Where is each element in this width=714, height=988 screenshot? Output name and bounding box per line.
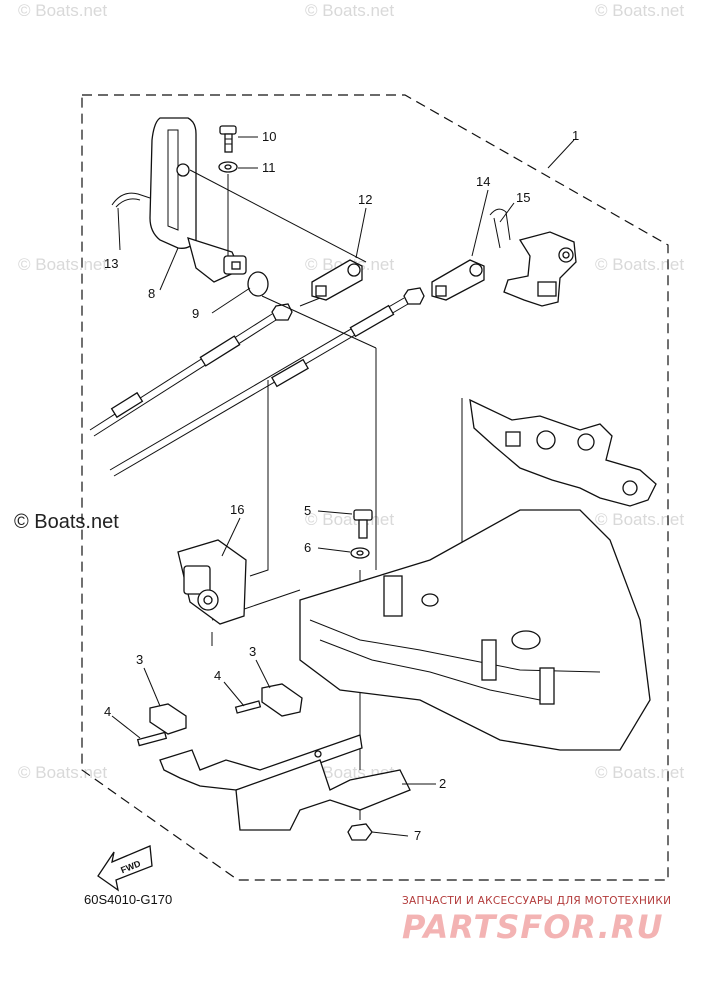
clip-right [489,208,511,249]
bracket [159,734,411,831]
watermark-mid-left: © Boats.net [18,255,107,274]
brand-tagline: ЗАПЧАСТИ И АКСЕССУАРЫ ДЛЯ МОТОТЕХНИКИ [402,895,671,907]
callout-4-left: 4 [104,704,111,719]
callout-11: 11 [262,160,276,175]
diagram-code: 60S4010-G170 [84,892,172,907]
callout-13: 13 [104,256,118,271]
nut-bottom [347,823,373,841]
callout-9: 9 [192,306,199,321]
clip-left [111,192,151,208]
callout-5: 5 [304,503,311,518]
callout-3-right: 3 [249,644,256,659]
callout-2: 2 [439,776,446,791]
watermark-bottom-left: © Boats.net [18,763,107,782]
callout-4-right: 4 [214,668,221,683]
callout-16: 16 [230,502,244,517]
cable-joint-left [311,259,363,301]
watermark-bottom-right: © Boats.net [595,763,684,782]
callout-12: 12 [358,192,372,207]
cable-joint-right [431,259,485,301]
watermark-center: © Boats.net [305,510,394,529]
watermark-top-left: © Boats.net [18,1,107,20]
callout-3-left: 3 [136,652,143,667]
brand-block: ЗАПЧАСТИ И АКСЕССУАРЫ ДЛЯ МОТОТЕХНИКИ PA… [402,895,671,946]
callouts: 1 2 3 3 4 4 5 6 7 8 9 10 11 12 13 14 15 … [104,128,579,843]
clamp-left [136,703,187,747]
fwd-arrow-icon: FWD [97,845,153,892]
callout-7: 7 [414,828,421,843]
control-cables [89,297,409,477]
callout-6: 6 [304,540,311,555]
brand-logo: PARTSFOR.RU [402,908,663,946]
o-ring [247,271,269,297]
callout-1: 1 [572,128,579,143]
watermark-top-center: © Boats.net [305,1,394,20]
nut-right [403,287,425,305]
watermark-bold: © Boats.net [14,511,119,533]
watermark-right: © Boats.net [595,510,684,529]
callout-leaders [111,136,575,837]
bottom-cowling [299,509,651,751]
shift-arm [503,231,577,307]
neutral-switch [177,539,247,625]
bolt-and-washer-top [218,125,238,173]
clamp-right [234,683,303,717]
bolt-and-washer-mid [350,509,373,559]
callout-14: 14 [476,174,490,189]
callout-15: 15 [516,190,530,205]
nut-left [271,303,293,321]
callout-10: 10 [262,129,276,144]
watermark-mid-right: © Boats.net [595,255,684,274]
watermark-top-right: © Boats.net [595,1,684,20]
callout-8: 8 [148,286,155,301]
assembly-boundary [81,94,669,881]
neutral-switch-assembly [469,398,657,507]
